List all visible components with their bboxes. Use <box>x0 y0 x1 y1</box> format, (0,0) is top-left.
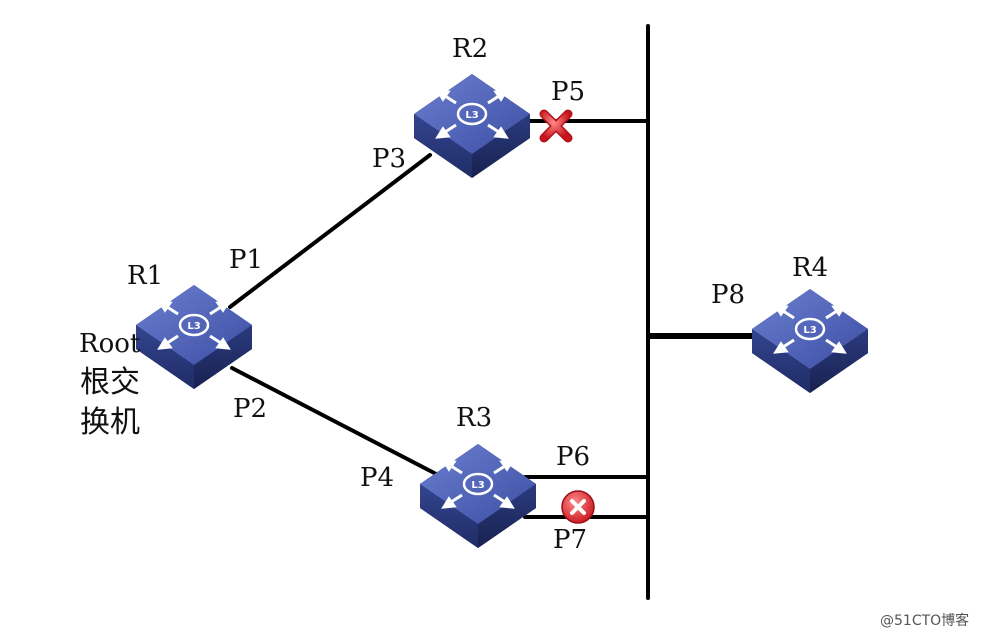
switch-label-r4: R4 <box>792 253 828 283</box>
link-r1-r2 <box>228 153 432 309</box>
switch-label-r1: R1 <box>127 261 163 291</box>
switch-icon <box>418 442 538 550</box>
switch-r4 <box>750 287 870 395</box>
root-note-line2: 根交 <box>80 365 140 400</box>
blocked-port-p5-icon <box>539 109 573 143</box>
port-label-p1: P1 <box>229 245 263 275</box>
port-label-p5: P5 <box>551 77 585 107</box>
switch-r3 <box>418 442 538 550</box>
blocked-port-p7-icon <box>561 490 595 524</box>
watermark: @51CTO博客 <box>880 612 969 629</box>
switch-icon <box>412 72 532 180</box>
switch-icon <box>134 283 254 391</box>
port-label-p8: P8 <box>711 280 745 310</box>
switch-label-r3: R3 <box>456 403 492 433</box>
switch-r1 <box>134 283 254 391</box>
root-note-line3: 换机 <box>80 405 140 440</box>
switch-r2 <box>412 72 532 180</box>
port-label-p6: P6 <box>556 442 590 472</box>
switch-label-r2: R2 <box>452 34 488 64</box>
port-label-p4: P4 <box>360 463 394 493</box>
root-switch-note: Root 根交 换机 <box>79 329 141 440</box>
port-label-p3: P3 <box>372 144 406 174</box>
port-label-p7: P7 <box>553 525 587 555</box>
switch-icon <box>750 287 870 395</box>
root-note-line1: Root <box>79 329 141 359</box>
link-r1-r3 <box>230 366 442 478</box>
port-label-p2: P2 <box>233 394 267 424</box>
